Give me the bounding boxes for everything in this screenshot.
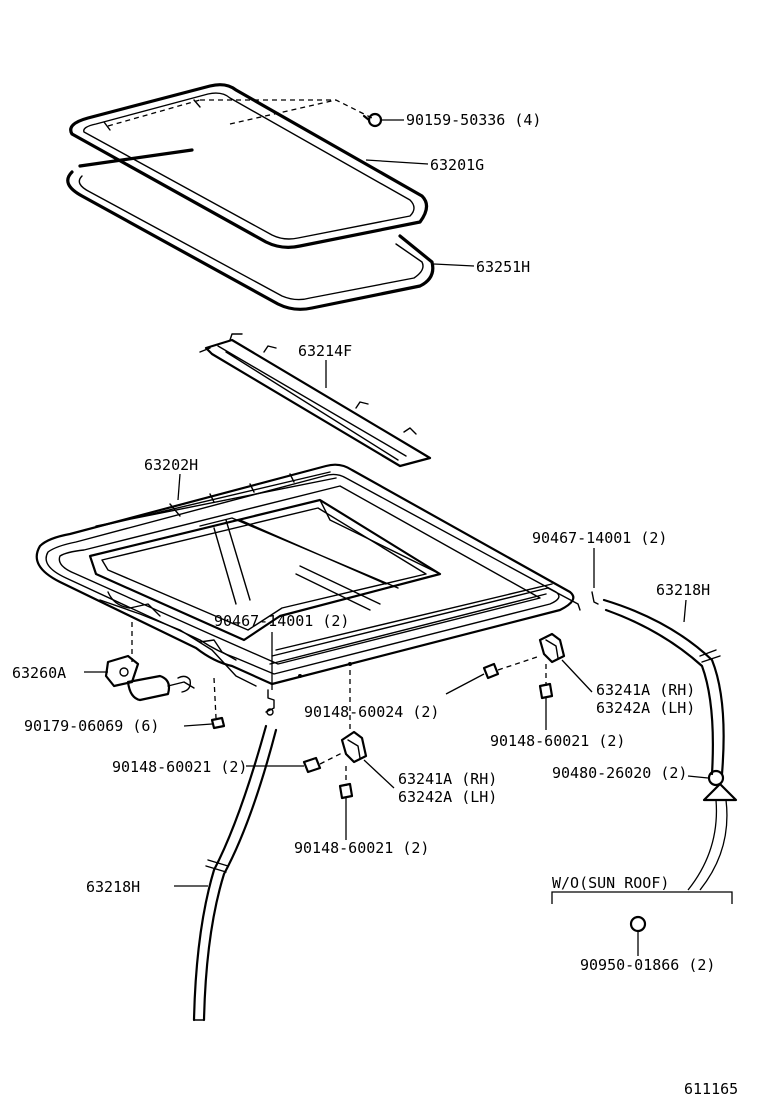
reference-arrow	[687, 782, 738, 891]
label-drain-hose-right: 63218H	[656, 581, 710, 599]
label-screw-motor: 90179-06069 (6)	[24, 717, 159, 735]
label-screw-bracket-r-h: 90148-60024 (2)	[304, 703, 439, 721]
drain-hose-right	[602, 598, 725, 776]
hose-clamp-icon	[707, 769, 725, 787]
label-screw-bracket-l-h: 90148-60021 (2)	[112, 758, 247, 776]
label-bolt-glass: 90159-50336 (4)	[406, 111, 541, 129]
bolt-icon	[362, 112, 383, 128]
label-bracket-r-lh: 63242A (LH)	[596, 699, 695, 717]
label-bracket-r-rh: 63241A (RH)	[596, 681, 695, 699]
label-screw-bracket-r-v: 90148-60021 (2)	[490, 732, 625, 750]
variant-bracket	[551, 891, 733, 904]
label-weatherstrip: 63251H	[476, 258, 530, 276]
label-clip-center: 90467-14001 (2)	[214, 612, 349, 630]
label-screw-bracket-l-v: 90148-60021 (2)	[294, 839, 429, 857]
label-drain-hose-left: 63218H	[86, 878, 140, 896]
screw-icon	[302, 756, 354, 800]
diagram-number: 611165	[684, 1080, 738, 1098]
label-deflector: 63214F	[298, 342, 352, 360]
wind-deflector	[199, 333, 432, 468]
drain-hose-left	[192, 724, 278, 1022]
label-housing: 63202H	[144, 456, 198, 474]
label-bracket-l-rh: 63241A (RH)	[398, 770, 497, 788]
label-clip-top-right: 90467-14001 (2)	[532, 529, 667, 547]
label-glass-panel: 63201G	[430, 156, 484, 174]
leader-lines	[84, 119, 709, 956]
glass-panel	[69, 83, 429, 249]
weatherstrip	[66, 148, 435, 311]
clip-icon	[265, 591, 599, 716]
sunroof-motor	[104, 654, 195, 702]
label-clamp-hose: 90480-26020 (2)	[552, 764, 687, 782]
label-bracket-l-lh: 63242A (LH)	[398, 788, 497, 806]
label-motor: 63260A	[12, 664, 66, 682]
label-variant-note: W/O(SUN ROOF)	[552, 874, 669, 892]
plug-icon	[629, 915, 647, 933]
bracket-right	[538, 632, 566, 664]
bracket-left	[340, 730, 368, 764]
screw-icon	[482, 662, 554, 700]
label-plug: 90950-01866 (2)	[580, 956, 715, 974]
sunroof-housing	[35, 463, 581, 687]
bolt-locator-lines	[107, 99, 373, 127]
screw-icon	[210, 716, 226, 730]
